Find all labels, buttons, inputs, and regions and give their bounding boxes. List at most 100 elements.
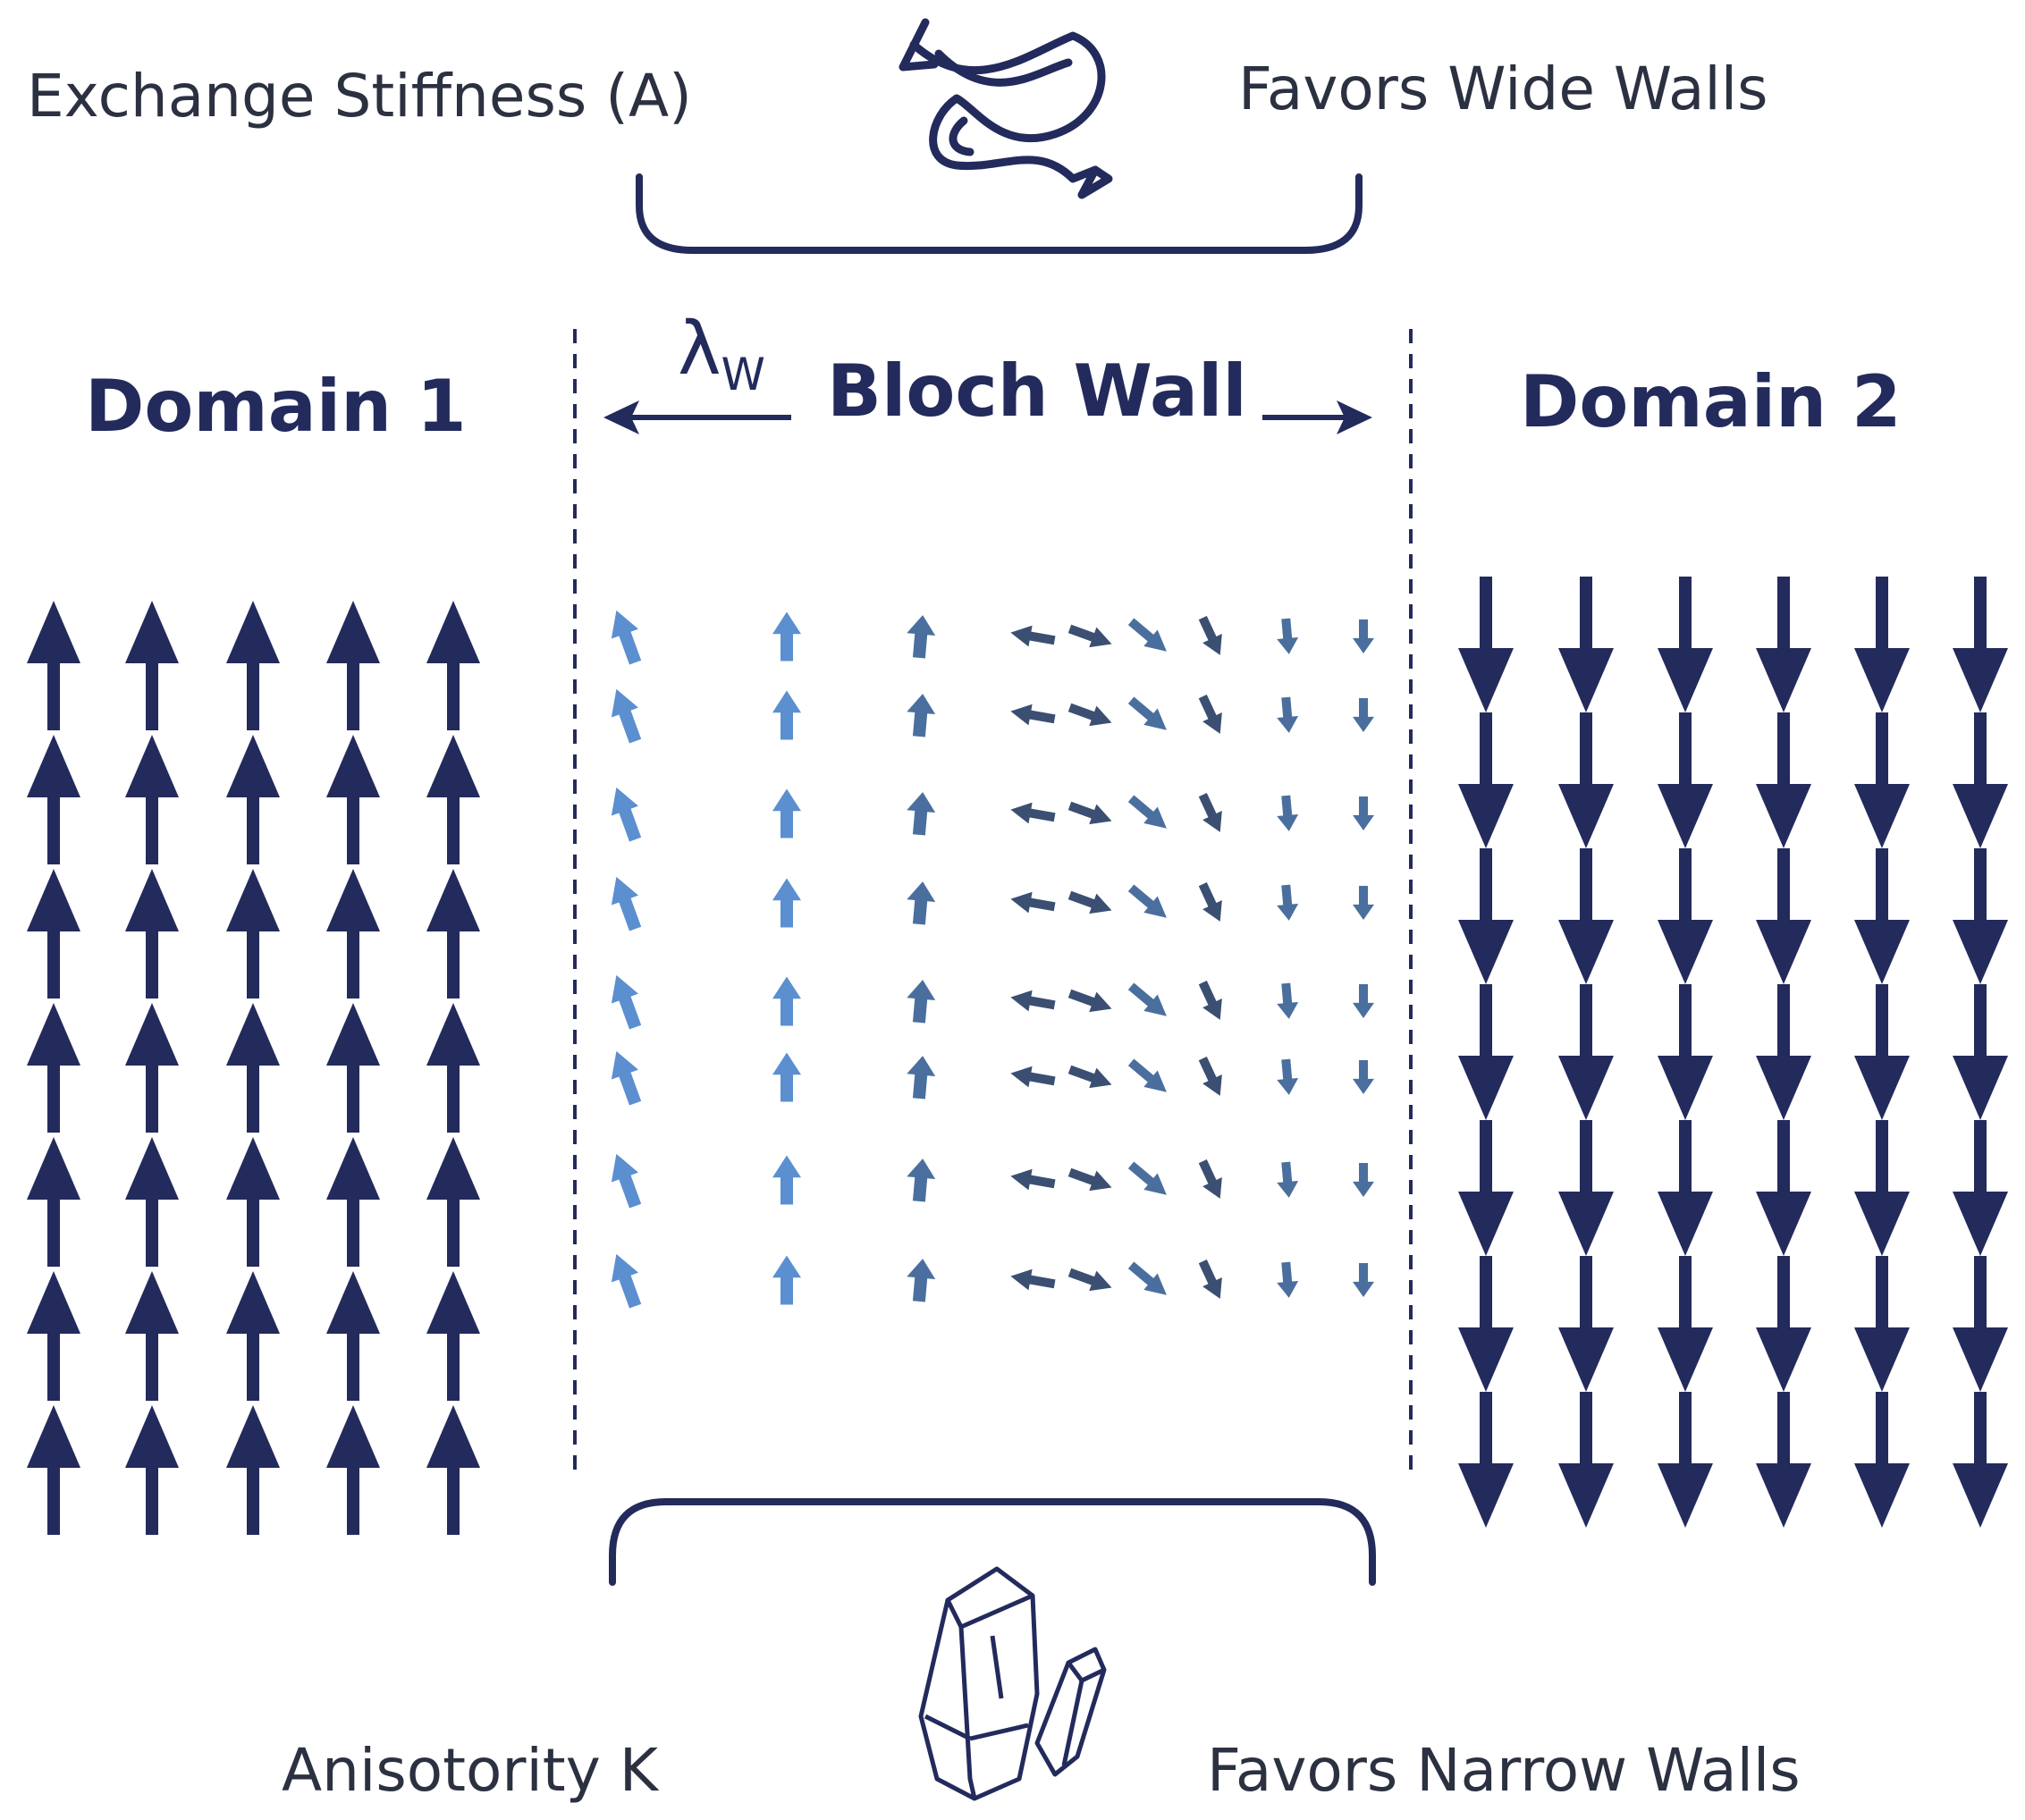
domain-1-arrow [27, 735, 80, 864]
domain-2-arrow [1458, 712, 1514, 848]
domain-1-title: Domain 1 [85, 365, 467, 448]
domain-2-arrow [1756, 577, 1811, 712]
bloch-wall-spin-arrow [907, 1259, 936, 1302]
bloch-wall-spin-arrow [1198, 793, 1222, 832]
domain-2-arrow [1953, 712, 2008, 848]
bloch-wall-spin-arrow [1198, 1260, 1222, 1299]
bloch-wall-spin-arrow [772, 690, 801, 740]
domain-2-arrow [1458, 1120, 1514, 1256]
bloch-wall-spin-arrow [1277, 1161, 1299, 1198]
bloch-wall-spin-arrow [1067, 801, 1112, 825]
domain-1-arrow [226, 601, 280, 730]
domain-2-arrow [1854, 1120, 1910, 1256]
bloch-wall-spin-arrow [611, 974, 642, 1030]
domain-2-arrow [1756, 1256, 1811, 1392]
domain-1-arrow [426, 1003, 480, 1133]
bloch-wall-title: Bloch Wall [827, 350, 1247, 433]
bloch-wall-spin-arrow [1010, 1066, 1056, 1088]
lambda-subscript: W [721, 349, 765, 400]
domain-2-arrows [1458, 577, 2008, 1528]
bloch-wall-spin-arrow [1198, 981, 1222, 1020]
wall-width-symbol: λW [678, 307, 765, 400]
bloch-wall-spin-arrow [1127, 1058, 1167, 1092]
bottom-brace [609, 1498, 1376, 1586]
bloch-wall-spin-arrow [1010, 1268, 1056, 1291]
domain-1-arrow [226, 869, 280, 998]
domain-2-arrow [1756, 984, 1811, 1120]
bloch-wall-spin-arrow [1277, 696, 1299, 733]
bloch-wall-spin-arrow [1353, 1263, 1374, 1297]
bloch-wall-spin-arrow [1010, 1168, 1056, 1191]
bloch-wall-spin-arrow [1067, 890, 1112, 914]
domain-2-arrow [1558, 1256, 1614, 1392]
favors-narrow-walls-label: Favors Narrow Walls [1207, 1736, 1801, 1805]
bloch-wall-spin-arrow [772, 1155, 801, 1205]
domain-2-arrow [1558, 577, 1614, 712]
domain-2-arrow [1458, 1256, 1514, 1392]
domain-2-arrow [1854, 984, 1910, 1120]
domain-2-arrow [1558, 1120, 1614, 1256]
bloch-wall-spin-arrow [1067, 1065, 1112, 1089]
domain-1-arrow [125, 869, 179, 998]
domain-1-arrow [226, 1405, 280, 1535]
domain-2-arrow [1558, 1392, 1614, 1528]
domain-1-arrow [326, 735, 380, 864]
bloch-wall-spin-arrow [1010, 802, 1056, 824]
bloch-wall-spin-arrow [907, 615, 936, 659]
domain-2-title: Domain 2 [1520, 360, 1902, 443]
domain-1-arrow [226, 1137, 280, 1267]
domain-2-arrow [1854, 848, 1910, 984]
domain-2-arrow [1658, 1392, 1713, 1528]
bloch-wall-spin-arrow [611, 1153, 642, 1209]
domain-1-arrow [27, 1271, 80, 1401]
bloch-wall-spin-arrow [1277, 618, 1299, 654]
domain-1-arrow [226, 1003, 280, 1133]
domain-2-arrow [1953, 984, 2008, 1120]
bloch-wall-spin-arrow [1353, 698, 1374, 732]
domain-1-arrow [426, 869, 480, 998]
domain-2-arrow [1953, 577, 2008, 712]
bloch-wall-spin-arrow [1353, 1060, 1374, 1094]
domain-1-arrow [125, 601, 179, 730]
bloch-wall-spin-arrow [1353, 886, 1374, 920]
domain-1-arrow [125, 1405, 179, 1535]
domain-2-arrow [1756, 1392, 1811, 1528]
domain-2-arrow [1558, 848, 1614, 984]
bloch-wall-spin-arrow [1010, 891, 1056, 914]
bloch-wall-spin-arrow [1067, 624, 1112, 648]
bloch-wall-spin-arrow [611, 1050, 642, 1106]
domain-2-arrow [1953, 1256, 2008, 1392]
domain-2-arrow [1558, 984, 1614, 1120]
bloch-wall-spin-arrow [1353, 796, 1374, 830]
domain-2-arrow [1558, 712, 1614, 848]
bloch-wall-spin-arrow [1127, 696, 1167, 730]
domain-2-arrow [1458, 848, 1514, 984]
domain-2-arrow [1658, 1120, 1713, 1256]
bloch-wall-spin-arrow [1198, 695, 1222, 734]
domain-2-arrow [1854, 577, 1910, 712]
domain-2-arrow [1658, 1256, 1713, 1392]
bloch-wall-spin-arrow [1277, 1058, 1299, 1095]
bloch-wall-spin-arrow [1067, 703, 1112, 727]
bloch-wall-spin-arrow [1198, 616, 1222, 655]
crystal-icon [918, 1566, 1107, 1801]
bloch-wall-spins [611, 610, 1374, 1309]
domain-2-arrow [1756, 848, 1811, 984]
bloch-wall-spin-arrow [772, 878, 801, 928]
domain-2-arrow [1658, 577, 1713, 712]
bloch-wall-spin-arrow [1277, 1261, 1299, 1298]
domain-1-arrow [326, 1003, 380, 1133]
wall-width-arrows [603, 400, 1372, 434]
domain-1-arrow [125, 1003, 179, 1133]
domain-1-arrow [27, 869, 80, 998]
bloch-wall-spin-arrow [1198, 882, 1222, 922]
domain-2-arrow [1756, 1120, 1811, 1256]
bloch-wall-spin-arrow [1010, 625, 1056, 647]
bloch-wall-spin-arrow [1127, 1261, 1167, 1295]
domain-1-arrow [326, 869, 380, 998]
bloch-wall-spin-arrow [772, 976, 801, 1026]
bloch-wall-spin-arrow [907, 1159, 936, 1202]
bloch-wall-spin-arrow [772, 1052, 801, 1102]
domain-1-arrow [27, 601, 80, 730]
domain-1-arrow [326, 1137, 380, 1267]
